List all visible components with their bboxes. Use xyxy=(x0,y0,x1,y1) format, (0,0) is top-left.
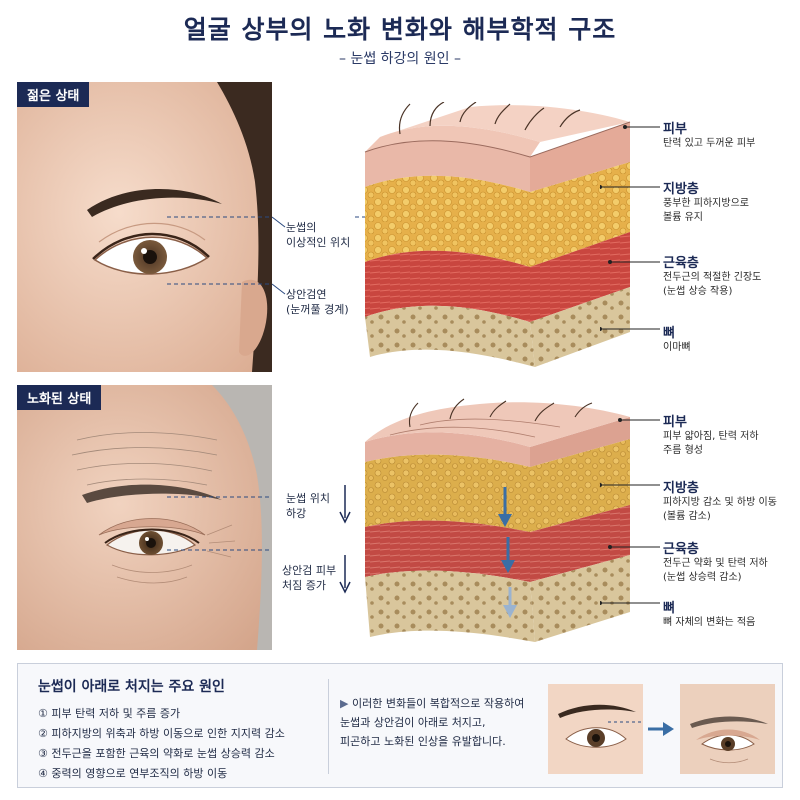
aged-layer-leaders xyxy=(600,418,660,605)
young-layer-fat-desc1: 풍부한 피하지방으로 xyxy=(663,198,749,209)
aged-brow-callout-line1: 눈썹 위치 xyxy=(286,492,330,505)
summary-text: ▶ 이러한 변화들이 복합적으로 작용하여 눈썹과 상안검이 아래로 처지고, … xyxy=(340,694,550,751)
list-item: ① 피부 탄력 저하 및 주름 증가 xyxy=(38,707,181,720)
aged-brow-callout: 눈썹 위치 하강 xyxy=(286,491,330,521)
aged-layer-muscle-name: 근육층 xyxy=(663,542,699,557)
summary-line2: 눈썹과 상안검이 아래로 처지고, xyxy=(340,716,486,729)
aged-tissue-block xyxy=(360,397,640,647)
young-callout-lines xyxy=(271,216,365,295)
right-arrow-icon xyxy=(648,722,674,736)
young-layer-muscle-desc2: (눈썹 상승 작용) xyxy=(663,286,733,297)
down-arrow-icon xyxy=(501,537,515,573)
aged-layer-fat-desc2: (볼륨 감소) xyxy=(663,511,711,522)
list-item: ② 피하지방의 위축과 하방 이동으로 인한 지지력 감소 xyxy=(38,727,285,740)
young-layer-skin-desc: 탄력 있고 두꺼운 피부 xyxy=(663,138,756,149)
causes-box: 눈썹이 아래로 처지는 주요 원인 ① 피부 탄력 저하 및 주름 증가 ② 피… xyxy=(17,663,783,788)
aged-layer-bone-name: 뼈 xyxy=(663,601,675,616)
young-layer-bone-desc: 이마뼈 xyxy=(663,342,691,353)
list-item: ④ 중력의 영향으로 연부조직의 하방 이동 xyxy=(38,767,228,780)
young-layer-fat-name: 지방층 xyxy=(663,182,699,197)
aged-face-illustration xyxy=(17,385,272,650)
aged-panel: 노화된 상태 xyxy=(0,385,800,650)
list-item: ③ 전두근을 포함한 근육의 약화로 눈썹 상승력 감소 xyxy=(38,747,275,760)
young-layer-muscle-label: 근육층 전두근의 적절한 긴장도 (눈썹 상승 작용) xyxy=(663,252,761,299)
aged-lid-callout-line1: 상안검 피부 xyxy=(282,564,337,577)
aged-descent-arrows xyxy=(339,485,351,594)
young-panel: 젊은 상태 xyxy=(0,82,800,372)
aged-brow-callout-line2: 하강 xyxy=(286,507,307,520)
young-brow-callout: 눈썹의 이상적인 위치 xyxy=(286,220,350,250)
young-lid-callout-line2: (눈꺼풀 경계) xyxy=(286,303,349,316)
aged-layer-bone-desc: 뼈 자체의 변화는 적음 xyxy=(663,617,756,628)
young-tissue-block xyxy=(360,101,640,372)
summary-line3: 피곤하고 노화된 인상을 유발합니다. xyxy=(340,735,506,748)
aged-layer-skin-name: 피부 xyxy=(663,415,687,430)
down-arrow-icon xyxy=(498,487,512,527)
young-state-label: 젊은 상태 xyxy=(17,82,90,107)
aged-layer-muscle-desc1: 전두근 약화 및 탄력 저하 xyxy=(663,558,768,569)
young-layer-muscle-desc1: 전두근의 적절한 긴장도 xyxy=(663,272,762,283)
young-layer-fat-desc2: 볼륨 유지 xyxy=(663,212,703,223)
down-arrow-icon xyxy=(339,555,351,594)
aged-layer-fat-label: 지방층 피하지방 감소 및 하방 이동 (볼륨 감소) xyxy=(663,477,777,524)
aged-layer-skin-label: 피부 피부 얇아짐, 탄력 저하 주름 형성 xyxy=(663,411,759,458)
summary-line1: 이러한 변화들이 복합적으로 작용하여 xyxy=(351,697,525,710)
aged-layer-skin-desc2: 주름 형성 xyxy=(663,445,703,456)
down-arrow-icon xyxy=(503,587,517,618)
young-layer-muscle-name: 근육층 xyxy=(663,256,699,271)
young-brow-callout-line1: 눈썹의 xyxy=(286,221,317,234)
young-layer-skin-label: 피부 탄력 있고 두꺼운 피부 xyxy=(663,118,755,151)
aged-layer-fat-name: 지방층 xyxy=(663,481,699,496)
play-arrow-icon: ▶ xyxy=(340,697,349,710)
aged-layer-skin-desc1: 피부 얇아짐, 탄력 저하 xyxy=(663,431,759,442)
young-eye-thumbnail xyxy=(548,684,643,774)
aged-lid-callout: 상안검 피부 처짐 증가 xyxy=(282,563,336,593)
young-layer-leaders xyxy=(600,125,660,331)
young-lid-callout-line1: 상안검연 xyxy=(286,288,327,301)
young-layer-bone-label: 뼈 이마뼈 xyxy=(663,322,691,355)
down-arrow-icon xyxy=(339,485,351,524)
young-brow-callout-line2: 이상적인 위치 xyxy=(286,236,351,249)
young-layer-skin-name: 피부 xyxy=(663,122,687,137)
aged-layer-muscle-desc2: (눈썹 상승력 감소) xyxy=(663,572,742,583)
aged-lid-callout-line2: 처짐 증가 xyxy=(282,579,326,592)
aged-state-label: 노화된 상태 xyxy=(17,385,102,410)
causes-list: ① 피부 탄력 저하 및 주름 증가 ② 피하지방의 위축과 하방 이동으로 인… xyxy=(38,704,285,784)
causes-title: 눈썹이 아래로 처지는 주요 원인 xyxy=(38,679,225,695)
page-title: 얼굴 상부의 노화 변화와 해부학적 구조 xyxy=(183,15,617,44)
page-subtitle: – 눈썹 하강의 원인 – xyxy=(339,51,461,67)
aged-eye-thumbnail xyxy=(680,684,775,774)
young-layer-fat-label: 지방층 풍부한 피하지방으로 볼륨 유지 xyxy=(663,178,749,225)
aged-layer-fat-desc1: 피하지방 감소 및 하방 이동 xyxy=(663,497,777,508)
aged-layer-bone-label: 뼈 뼈 자체의 변화는 적음 xyxy=(663,597,755,630)
young-layer-bone-name: 뼈 xyxy=(663,326,675,341)
young-lid-callout: 상안검연 (눈꺼풀 경계) xyxy=(286,287,349,317)
young-face-illustration xyxy=(17,82,272,372)
aged-layer-muscle-label: 근육층 전두근 약화 및 탄력 저하 (눈썹 상승력 감소) xyxy=(663,538,768,585)
divider xyxy=(328,679,329,774)
